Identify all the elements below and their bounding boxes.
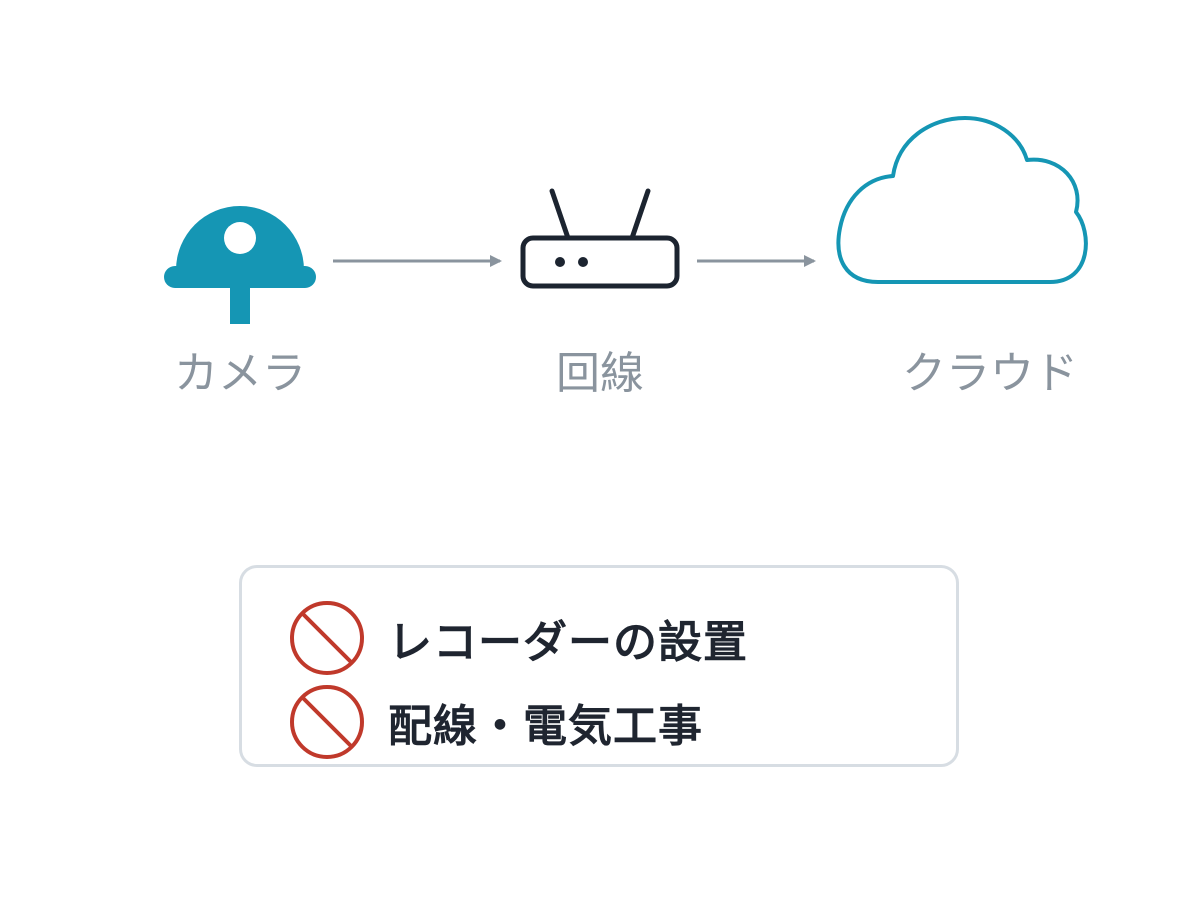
not-required-box: レコーダーの設置 配線・電気工事 bbox=[239, 565, 959, 767]
note-item-recorder: レコーダーの設置 bbox=[288, 598, 748, 678]
note-item-wiring: 配線・電気工事 bbox=[288, 682, 703, 762]
cloud-label: クラウド bbox=[902, 348, 1078, 399]
note-text-wiring: 配線・電気工事 bbox=[388, 701, 703, 752]
prohibited-icon bbox=[290, 685, 364, 759]
line-label: 回線 bbox=[556, 348, 644, 399]
prohibited-icon bbox=[290, 601, 364, 675]
dome-camera-icon bbox=[164, 206, 316, 324]
note-text-recorder: レコーダーの設置 bbox=[388, 617, 748, 668]
router-icon bbox=[520, 188, 680, 289]
camera-label: カメラ bbox=[174, 348, 306, 399]
cloud-icon bbox=[836, 116, 1088, 284]
